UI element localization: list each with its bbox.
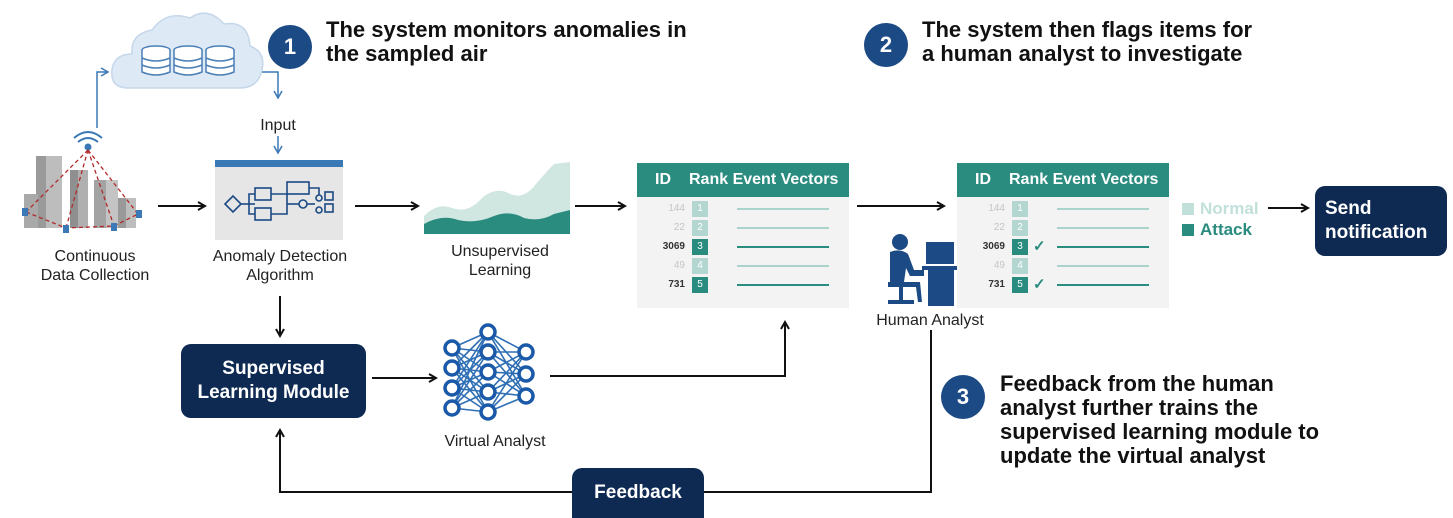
check-icon: ✓ [1033, 238, 1046, 255]
anomaly-detection-label: Anomaly Detection Algorithm [212, 248, 348, 284]
area-chart-icon [424, 162, 570, 234]
legend-normal-swatch [1182, 203, 1194, 215]
table-row: 49 4 [957, 258, 1169, 274]
virtual-analyst-label: Virtual Analyst [444, 433, 546, 450]
table-row: 3069 3 [637, 239, 849, 255]
table-header-main: Rank Event Vectors [689, 171, 839, 188]
vector-line [737, 208, 829, 210]
legend-normal: Normal [1182, 199, 1259, 219]
table-header-id: ID [655, 171, 671, 188]
table-row: 731 5 ✓ [957, 277, 1169, 293]
unsupervised-label: Unsupervised Learning [451, 243, 549, 279]
table-row: 144 1 [637, 201, 849, 217]
neural-network-icon [443, 323, 535, 421]
vector-line [1057, 227, 1149, 229]
check-icon: ✓ [1033, 276, 1046, 293]
step-3-badge: 3 [941, 375, 985, 419]
wifi-icon [73, 131, 103, 151]
table-row: 731 5 [637, 277, 849, 293]
vector-line [1057, 265, 1149, 267]
legend-attack: Attack [1182, 220, 1252, 240]
step-1-badge: 1 [268, 25, 312, 69]
table-header-id: ID [975, 171, 991, 188]
input-label: Input [260, 117, 296, 134]
step-2-text: The system then flags items for a human … [922, 17, 1253, 66]
vector-line [1057, 246, 1149, 248]
human-analyst-icon [888, 234, 958, 306]
table-header: ID Rank Event Vectors [957, 163, 1169, 197]
table-row: 144 1 [957, 201, 1169, 217]
table-row: 49 4 [637, 258, 849, 274]
vector-line [737, 265, 829, 267]
algorithm-window-icon [215, 160, 343, 240]
vector-line [1057, 208, 1149, 210]
feedback-box: Feedback [572, 468, 704, 518]
cloud-upload-line [96, 67, 110, 128]
cloud-database-icon [111, 12, 264, 89]
rank-table-unsupervised: ID Rank Event Vectors 144 1 22 2 3069 3 … [637, 163, 849, 308]
send-notification-box: Send notification [1315, 186, 1447, 256]
vector-line [737, 284, 829, 286]
step-3-text: Feedback from the human analyst further … [1000, 371, 1320, 468]
rank-table-flagged: ID Rank Event Vectors 144 1 22 2 3069 3 … [957, 163, 1169, 308]
table-row: 3069 3 ✓ [957, 239, 1169, 255]
cloud-download-line [262, 71, 283, 100]
human-analyst-label: Human Analyst [876, 312, 984, 329]
vector-line [1057, 284, 1149, 286]
data-collection-label: Continuous Data Collection [40, 248, 150, 284]
legend-attack-swatch [1182, 224, 1194, 236]
city-sensors-icon [22, 131, 142, 233]
arrow-virtual-to-table [550, 322, 785, 377]
table-row: 22 2 [957, 220, 1169, 236]
step-2-badge: 2 [864, 23, 908, 67]
vector-line [737, 246, 829, 248]
table-header-main: Rank Event Vectors [1009, 171, 1159, 188]
vector-line [737, 227, 829, 229]
step-1-text: The system monitors anomalies in the sam… [326, 17, 687, 66]
table-header: ID Rank Event Vectors [637, 163, 849, 197]
table-row: 22 2 [637, 220, 849, 236]
supervised-learning-box: Supervised Learning Module [181, 344, 366, 418]
